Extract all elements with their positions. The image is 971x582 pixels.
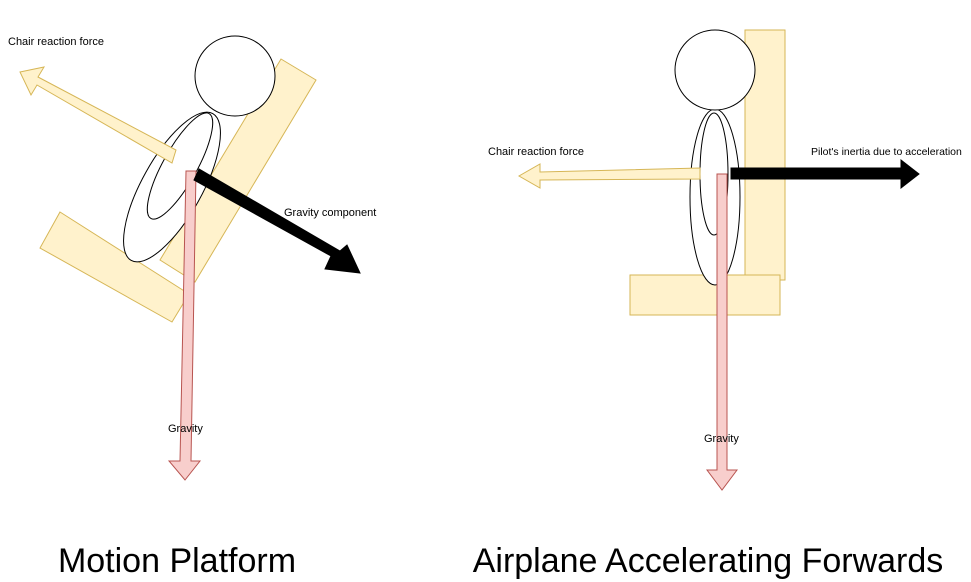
right-gravity-label: Gravity: [704, 433, 739, 445]
left-chair-reaction-label: Chair reaction force: [8, 36, 104, 48]
left-diagram-title: Motion Platform: [58, 542, 296, 580]
right-diagram-title: Airplane Accelerating Forwards: [473, 542, 944, 580]
right-gravity-arrow: [706, 173, 738, 491]
left-chair-reaction-arrow: [19, 66, 177, 164]
airplane-diagram: Chair reaction force Pilot's inertia due…: [473, 29, 962, 580]
right-seat-base: [629, 274, 781, 316]
right-pilot-inertia-label: Pilot's inertia due to acceleration: [811, 146, 962, 158]
left-gravity-component-arrow: [193, 168, 361, 274]
left-pilot-head: [194, 35, 276, 117]
right-pilot-inertia-arrow: [730, 158, 920, 190]
right-pilot-head: [674, 29, 756, 111]
left-gravity-label: Gravity: [168, 423, 203, 435]
left-gravity-component-label: Gravity component: [284, 207, 376, 219]
left-seat-base: [39, 211, 190, 323]
right-chair-reaction-label: Chair reaction force: [488, 146, 584, 158]
motion-platform-diagram: Chair reaction force Gravity component G…: [8, 35, 376, 580]
right-chair-reaction-arrow: [517, 163, 701, 189]
left-gravity-arrow: [167, 170, 202, 481]
